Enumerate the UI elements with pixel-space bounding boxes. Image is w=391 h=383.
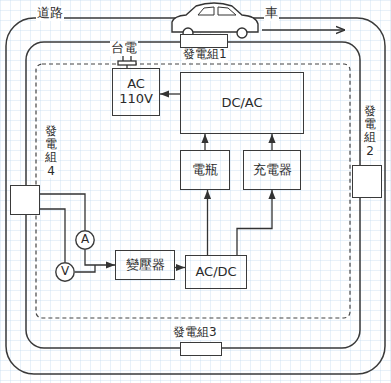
car-illustration — [172, 3, 258, 38]
node-text: A — [81, 233, 89, 247]
node-text: AC/DC — [195, 265, 236, 280]
connector — [271, 134, 272, 150]
rectifier-box: AC/DC — [185, 255, 247, 289]
ac-output-box: AC 110V — [112, 68, 160, 116]
connector — [85, 250, 115, 265]
charger-box: 充電器 — [243, 150, 301, 190]
generator-label: 發電組1 — [182, 48, 228, 62]
dashed-loop — [36, 64, 350, 318]
generator-box: 發電組1 — [180, 34, 228, 48]
battery-box: 電瓶 — [180, 150, 230, 190]
connector — [160, 93, 180, 94]
node-text: 充電器 — [253, 163, 292, 178]
connector — [207, 190, 208, 255]
plain-label: 道路 — [36, 6, 64, 21]
node-text: V — [61, 265, 69, 279]
node-text: 電瓶 — [192, 163, 218, 178]
connector — [204, 134, 205, 150]
generator-box: 發電組3 — [180, 342, 222, 356]
plain-label: 車 — [264, 6, 279, 21]
direction-arrow — [262, 29, 345, 30]
generator-label: 發電組4 — [44, 125, 58, 178]
inverter-box: DC/AC — [180, 72, 304, 134]
node-text: DC/AC — [221, 96, 262, 111]
connector — [175, 267, 185, 268]
transformer-box: 變壓器 — [115, 250, 175, 280]
plug-symbol — [118, 56, 136, 68]
meter-wire — [75, 265, 95, 272]
voltmeter-circle: V — [55, 262, 75, 282]
connector — [237, 190, 272, 255]
generator-label: 發電組3 — [172, 326, 218, 340]
generator-box: 發電組4 — [10, 185, 40, 215]
generator-box: 發電組2 — [352, 165, 382, 198]
node-text: AC 110V — [118, 77, 154, 107]
road-inner-edge — [26, 42, 360, 348]
generator-label: 發電組2 — [363, 105, 377, 158]
plain-label: 台電 — [110, 41, 138, 56]
connector — [40, 194, 85, 230]
ammeter-circle: A — [75, 230, 95, 250]
road-outer-edge — [6, 18, 385, 374]
connector — [40, 209, 65, 262]
node-text: 變壓器 — [126, 258, 165, 273]
